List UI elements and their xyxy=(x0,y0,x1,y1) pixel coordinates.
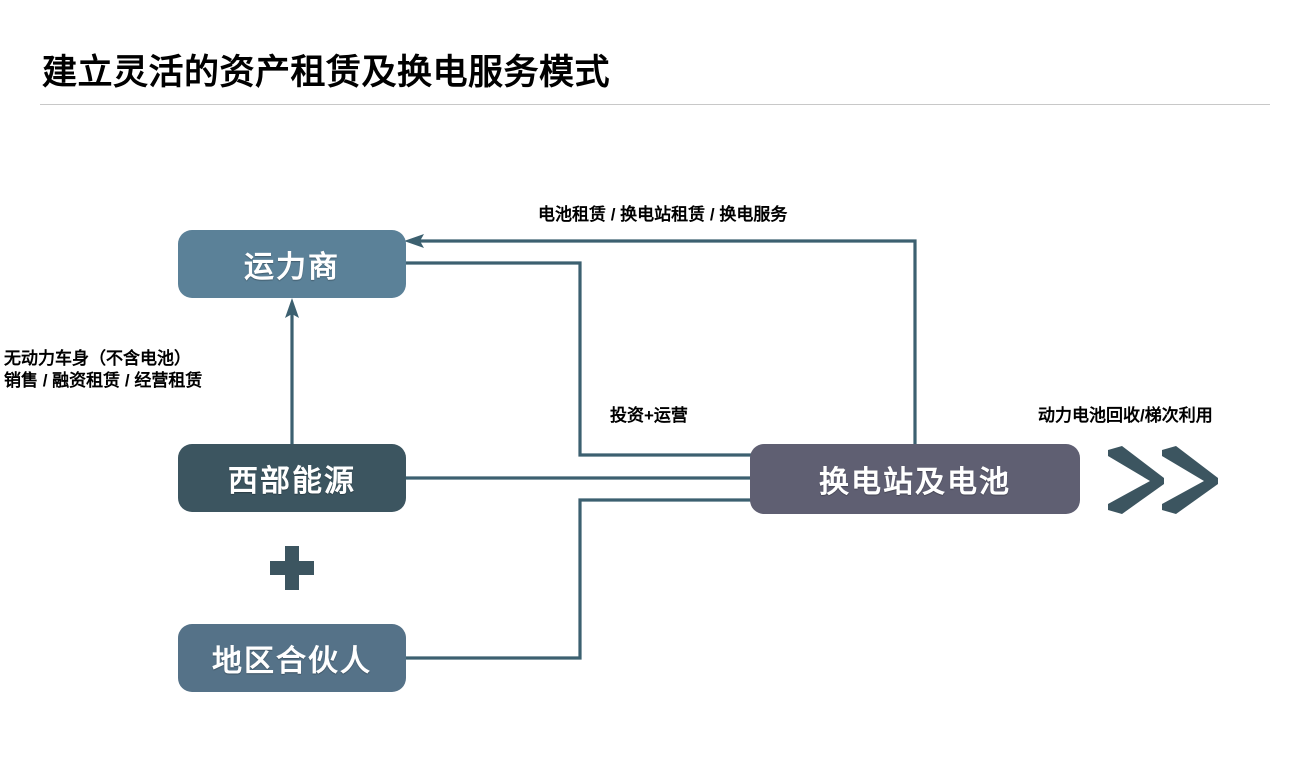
node-partner[interactable]: 地区合伙人 xyxy=(178,624,406,692)
node-station[interactable]: 换电站及电池 xyxy=(750,444,1080,514)
edge-label-invest: 投资+运营 xyxy=(610,406,688,425)
header-divider xyxy=(40,104,1270,105)
node-energy[interactable]: 西部能源 xyxy=(178,444,406,512)
edge-label-chassis-line1: 无动力车身（不含电池） xyxy=(4,349,191,368)
double-chevron-right-icon xyxy=(1108,446,1218,514)
edge-carrier-to-station xyxy=(406,261,1078,463)
plus-icon xyxy=(270,546,314,590)
edge-station-to-carrier xyxy=(404,234,917,444)
edge-label-lease: 电池租赁 / 换电站租赁 / 换电服务 xyxy=(538,205,788,224)
edge-label-recycle: 动力电池回收/梯次利用 xyxy=(1038,406,1213,425)
edge-label-chassis-line2: 销售 / 融资租赁 / 经营租赁 xyxy=(4,371,203,391)
edge-partner-to-station xyxy=(406,492,1078,660)
node-carrier[interactable]: 运力商 xyxy=(178,230,406,298)
edge-energy-to-carrier xyxy=(285,298,299,444)
page-title: 建立灵活的资产租赁及换电服务模式 xyxy=(42,53,611,92)
edge-label-chassis: 无动力车身（不含电池） 销售 / 融资租赁 / 经营租赁 xyxy=(4,348,202,393)
